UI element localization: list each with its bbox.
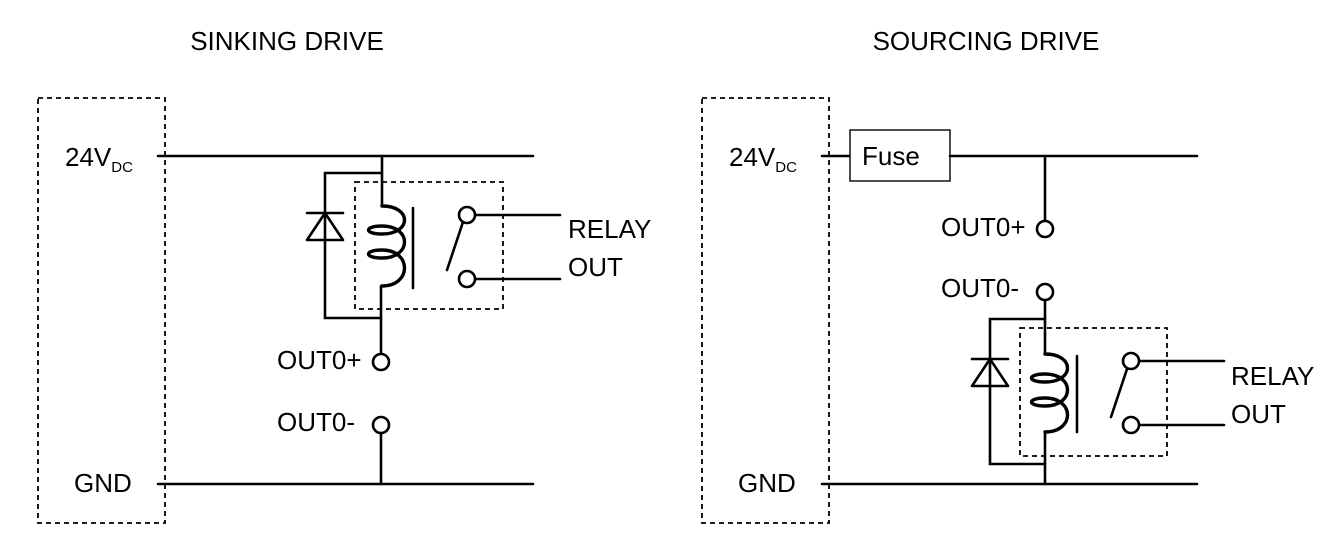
sourcing-relay-box <box>1019 327 1168 457</box>
sinking-relay-contact-bottom <box>457 269 477 289</box>
sourcing-switch-arm <box>1109 367 1129 419</box>
sinking-relay-label-line1: RELAY <box>568 214 651 244</box>
sinking-relay-box <box>354 181 504 310</box>
sourcing-drive-circuit: SOURCING DRIVE 24VDC GND Fuse OUT0+ OUT0… <box>701 26 1314 524</box>
sourcing-fuse-label: Fuse <box>862 141 920 171</box>
sourcing-gnd-label: GND <box>738 468 796 498</box>
sourcing-out-minus-terminal <box>1035 282 1055 302</box>
sourcing-supply-label: 24VDC <box>729 142 797 176</box>
sourcing-relay-label-line2: OUT <box>1231 399 1286 429</box>
sinking-relay-label-line2: OUT <box>568 252 623 282</box>
sourcing-supply-main: 24V <box>729 142 776 172</box>
sourcing-diode <box>970 357 1010 388</box>
sourcing-title: SOURCING DRIVE <box>873 26 1100 56</box>
sourcing-controller-box <box>701 97 830 524</box>
sinking-relay-coil <box>366 204 407 288</box>
sourcing-relay-contact-bottom <box>1121 415 1141 435</box>
sourcing-out-minus-label: OUT0- <box>941 273 1019 303</box>
sinking-supply-main: 24V <box>65 142 112 172</box>
sinking-controller-box <box>37 97 166 524</box>
sinking-supply-subscript: DC <box>111 159 133 176</box>
sourcing-supply-subscript: DC <box>775 159 797 176</box>
sourcing-diode-loop-wire <box>988 317 1047 466</box>
sourcing-out-plus-label: OUT0+ <box>941 212 1026 242</box>
sinking-drive-circuit: SINKING DRIVE 24VDC GND RELAY OUT <box>37 26 651 524</box>
sinking-switch-arm <box>445 220 465 272</box>
sinking-diode <box>305 211 345 242</box>
sinking-supply-label: 24VDC <box>65 142 133 176</box>
sinking-out-plus-label: OUT0+ <box>277 345 362 375</box>
sinking-diode-loop-wire <box>323 171 382 320</box>
sourcing-relay-label-line1: RELAY <box>1231 361 1314 391</box>
sourcing-relay-contact-top <box>1121 351 1141 371</box>
sourcing-relay-coil <box>1029 352 1070 434</box>
sinking-gnd-label: GND <box>74 468 132 498</box>
sinking-title: SINKING DRIVE <box>190 26 384 56</box>
sinking-relay-contact-top <box>457 205 477 225</box>
sinking-out-minus-terminal <box>371 415 391 435</box>
sinking-out-plus-terminal <box>371 352 391 372</box>
sinking-out-minus-label: OUT0- <box>277 407 355 437</box>
sourcing-out-plus-terminal <box>1035 219 1055 239</box>
